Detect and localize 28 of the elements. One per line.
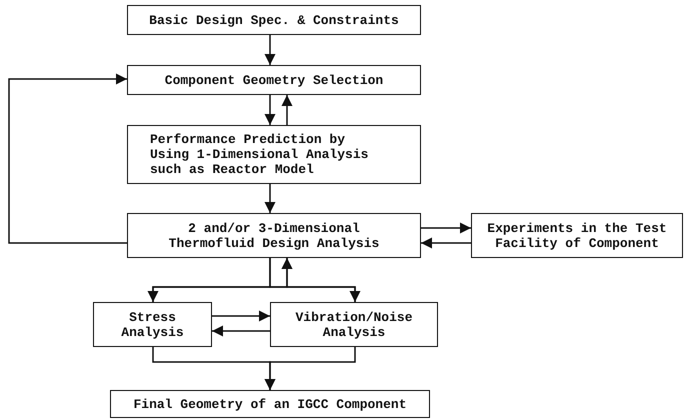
arrow <box>212 310 270 322</box>
box-text: 2 and/or 3-Dimensional Thermofluid Design Analysis <box>168 220 380 250</box>
box-text: Performance Prediction by Using 1-Dimensional Analysis such as Reactor Model <box>150 132 370 177</box>
arrow <box>264 184 276 213</box>
process-box <box>93 302 212 347</box>
arrow <box>282 95 292 125</box>
process-box <box>127 125 421 184</box>
arrow <box>421 238 471 248</box>
process-box <box>127 65 421 95</box>
box-text: Vibration/Noise Analysis <box>294 310 414 340</box>
box-text: Component Geometry Selection <box>164 72 384 88</box>
box-text: Final Geometry of an IGCC Component <box>133 396 407 412</box>
arrow <box>282 258 356 302</box>
process-box <box>127 5 421 35</box>
process-box <box>270 302 438 347</box>
arrow <box>264 95 276 125</box>
arrow <box>269 258 360 302</box>
arrow <box>421 222 471 234</box>
process-box <box>110 390 430 418</box>
box-text: Stress Analysis <box>120 310 185 340</box>
box-text: Basic Design Spec. & Constraints <box>149 12 399 28</box>
process-box <box>127 213 421 258</box>
arrow <box>8 74 127 244</box>
arrow <box>212 326 270 336</box>
box-text: Experiments in the Test Facility of Component <box>486 220 668 250</box>
arrow <box>264 347 356 390</box>
arrow <box>264 35 276 65</box>
process-box <box>471 213 683 258</box>
